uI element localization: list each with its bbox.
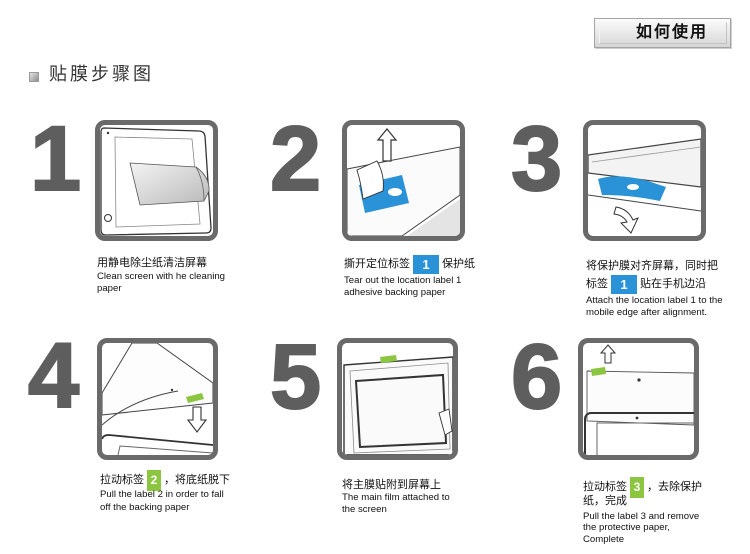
- tablet-camera-dot: [635, 416, 639, 420]
- tablet-screen: [354, 373, 448, 449]
- how-to-use-label: 如何使用: [636, 24, 709, 41]
- film-curl: [102, 390, 179, 426]
- pull-label-2: [186, 393, 204, 403]
- label-hole: [627, 184, 639, 190]
- step-1-caption-en-1: Clean screen with he cleaning: [97, 271, 225, 282]
- step-6-caption-cn-2: 纸，完成: [583, 495, 627, 507]
- tablet-screen: [117, 445, 213, 455]
- tablet-frame: [102, 434, 213, 446]
- step-illustration: [95, 120, 218, 241]
- tablet-screen: [114, 136, 201, 228]
- pull-label-3: [591, 367, 606, 376]
- step-3-caption-en-1: Attach the location label 1 to the: [586, 295, 723, 306]
- peel-backing-illustration: [102, 343, 213, 455]
- step-1-caption-cn: 用静电除尘纸清洁屏幕: [97, 257, 207, 269]
- step-3-caption-en-2: mobile edge after alignment.: [586, 307, 708, 318]
- home-button-icon: [104, 214, 112, 222]
- step-number: 5: [269, 326, 322, 428]
- label-1-icon: 1: [413, 254, 439, 274]
- shadow-area: [407, 199, 460, 236]
- up-arrow-icon: [599, 344, 617, 364]
- caption-text: ，去除保护: [647, 481, 702, 493]
- step-6-caption-en-2: the protective paper,: [583, 522, 670, 533]
- square-bullet-icon: [29, 72, 39, 82]
- caption-text: 保护纸: [442, 258, 475, 270]
- down-arrow-icon: [186, 406, 208, 433]
- step-3-caption-cn-1: 将保护膜对齐屏幕，同时把: [586, 260, 718, 272]
- step-5-caption-en-1: The main film attached to: [342, 492, 450, 503]
- tear-label-illustration: [347, 128, 460, 236]
- film-edge: [588, 194, 701, 212]
- step-4-caption-en-2: off the backing paper: [100, 502, 190, 513]
- tablet-frame: [584, 412, 694, 455]
- tablet-frame: [100, 127, 212, 236]
- step-illustration: [337, 338, 458, 460]
- page-title: 贴膜步骤图: [49, 64, 154, 84]
- device-bezel-line: [591, 146, 701, 163]
- remove-protective-paper-illustration: [584, 344, 694, 455]
- step-number: 3: [510, 108, 563, 210]
- tablet-screen: [596, 422, 694, 455]
- caption-text: 拉动标签: [100, 474, 144, 486]
- step-6-caption-en-1: Pull the label 3 and remove: [583, 511, 700, 522]
- align-film-illustration: [588, 138, 701, 234]
- step-5-caption-en-2: the screen: [342, 504, 387, 515]
- step-1-caption-en-2: paper: [97, 283, 122, 294]
- step-illustration: [583, 120, 706, 241]
- pull-label-green: [380, 355, 397, 363]
- cleaning-cloth: [129, 162, 210, 206]
- label-1-icon: 1: [611, 274, 637, 294]
- caption-text: ，将底纸脱下: [164, 474, 230, 486]
- clean-screen-illustration: [100, 127, 212, 236]
- tablet-body: [343, 356, 453, 455]
- step-illustration: [578, 338, 699, 460]
- backing-flap: [356, 160, 384, 200]
- step-2-caption-en-2: adhesive backing paper: [344, 287, 446, 298]
- caption-text: 撕开定位标签: [344, 258, 410, 270]
- how-to-use-header-button: 如何使用: [594, 18, 731, 48]
- step-number: 2: [269, 108, 322, 210]
- protective-paper: [586, 370, 694, 426]
- curved-arrow-icon: [613, 206, 639, 234]
- film-flap: [438, 408, 453, 436]
- film-dot: [170, 388, 174, 392]
- backing-paper: [102, 343, 213, 416]
- cloth-curl: [195, 166, 205, 202]
- label-2-icon: 2: [147, 469, 161, 491]
- main-film: [349, 362, 451, 454]
- caption-text: 贴在手机边沿: [640, 278, 706, 290]
- label-hole: [388, 188, 402, 196]
- step-illustration: [97, 338, 218, 460]
- label-3-icon: 3: [630, 476, 644, 498]
- caption-text: 标签: [586, 278, 608, 290]
- step-number: 4: [27, 325, 80, 427]
- camera-dot: [106, 131, 110, 135]
- step-4-caption-en-1: Pull the label 2 in order to fall: [100, 489, 224, 500]
- caption-text: 拉动标签: [583, 481, 627, 493]
- step-5-caption-cn: 将主膜贴附到屏幕上: [342, 479, 441, 491]
- attach-film-illustration: [343, 355, 453, 455]
- step-2-caption-en-1: Tear out the location label 1: [344, 275, 462, 286]
- step-number: 6: [510, 326, 563, 428]
- step-6-caption-en-3: Complete: [583, 534, 625, 545]
- step-illustration: [342, 120, 465, 241]
- step-number: 1: [29, 108, 82, 210]
- how-to-use-bevel: [599, 22, 727, 44]
- camera-dot: [637, 378, 641, 382]
- up-arrow-icon: [376, 128, 398, 162]
